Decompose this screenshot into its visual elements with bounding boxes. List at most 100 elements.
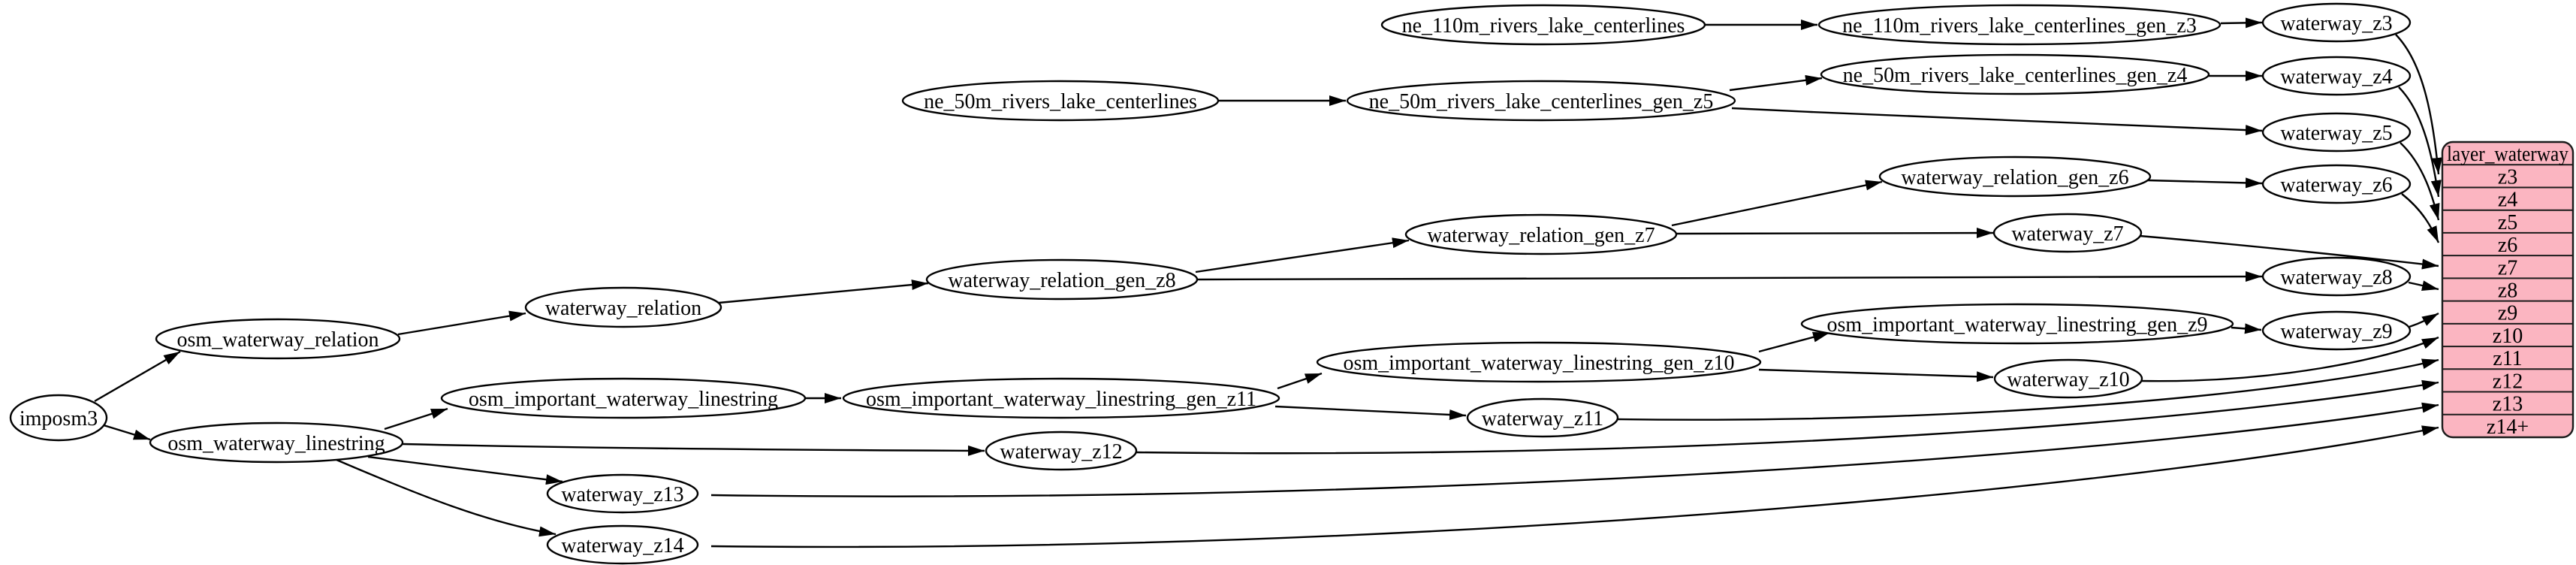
edge-ne_50m_rivers_lake_centerlines_gen_z5-ne_50m_rivers_lake_centerlines_gen_z4 [1729,74,1823,92]
node-waterway_z3: waterway_z3 [2261,2,2412,43]
edge-waterway_relation_gen_z8-waterway_relation_gen_z7 [1195,237,1410,273]
edge-osm_waterway_linestring-waterway_z12 [402,443,985,456]
edge-osm_important_waterway_linestring_gen_z11-waterway_z11 [1274,405,1467,420]
node-label: osm_waterway_relation [176,328,379,352]
node-ellipse [9,394,108,442]
edge-waterway_z13-row_z13 [710,402,2439,497]
edge-osm_waterway_relation-waterway_relation [397,310,526,336]
edge-waterway_z5-row_z5 [2400,142,2440,221]
node-osm_important_waterway_linestring_gen_z9: osm_important_waterway_linestring_gen_z9 [1800,303,2234,345]
node-ellipse [1346,80,1736,122]
node-label: ne_50m_rivers_lake_centerlines_gen_z4 [1843,64,2188,87]
node-ellipse [2261,256,2412,297]
node-label: osm_important_waterway_linestring_gen_z1… [866,388,1256,411]
edge-osm_important_waterway_linestring_gen_z9-waterway_z9 [2231,323,2262,334]
node-osm_waterway_relation: osm_waterway_relation [155,318,401,360]
node-waterway_relation_gen_z8: waterway_relation_gen_z8 [925,258,1199,301]
node-ellipse [546,524,699,565]
node-ellipse [2261,164,2412,204]
node-label: waterway_z12 [1000,440,1122,464]
edge-osm_important_waterway_linestring_gen_z10-osm_important_waterway_linestring_gen_z9 [1758,331,1830,353]
node-ellipse [1466,397,1619,438]
node-ellipse [842,377,1280,419]
node-waterway_relation: waterway_relation [524,286,722,328]
node-ellipse [925,258,1199,301]
node-label: waterway_relation_gen_z6 [1901,166,2128,189]
table-outline [2441,140,2574,439]
edge-waterway_z10-row_z10 [2140,336,2439,382]
edge-waterway_relation_gen_z7-waterway_z7 [1676,228,1994,239]
edge-waterway_z14-row_z14plus [710,425,2439,548]
node-label: ne_110m_rivers_lake_centerlines [1402,14,1685,38]
node-ellipse [2261,112,2412,153]
node-ellipse [1800,303,2234,345]
edge-waterway_z12-row_z12 [1136,379,2439,455]
edge-osm_waterway_linestring-osm_important_waterway_linestring [384,407,448,431]
node-waterway_z8: waterway_z8 [2261,256,2412,297]
node-ellipse [2261,2,2412,43]
node-ellipse [1878,156,2152,198]
node-label: waterway_z7 [2011,222,2123,246]
node-ellipse [985,431,1138,471]
node-osm_waterway_linestring: osm_waterway_linestring [149,421,404,464]
node-imposm3: imposm3 [9,394,108,442]
node-ne_50m_rivers_lake_centerlines: ne_50m_rivers_lake_centerlines [901,80,1220,122]
node-waterway_relation_gen_z6: waterway_relation_gen_z6 [1878,156,2152,198]
node-ellipse [1817,4,2222,46]
node-label: waterway_z13 [561,483,683,506]
node-ellipse [1404,213,1678,255]
nodes-layer: imposm3 osm_waterway_relation osm_waterway… [9,2,2412,565]
node-ne_110m_rivers_lake_centerlines: ne_110m_rivers_lake_centerlines [1380,4,1706,46]
node-label: waterway_relation [545,297,701,320]
node-ellipse [1380,4,1706,46]
edge-waterway_z9-row_z9 [2409,312,2439,328]
node-label: waterway_z11 [1482,407,1603,431]
table-row-z4: z4 [2498,189,2517,212]
node-label: waterway_relation_gen_z8 [948,269,1175,292]
edge-waterway_z3-row_z3 [2395,34,2442,175]
table-row-z14plus: z14+ [2487,415,2529,439]
node-waterway_z10: waterway_z10 [1993,358,2143,399]
node-waterway_z4: waterway_z4 [2261,56,2412,96]
edges-layer [94,17,2442,548]
table-row-z8: z8 [2498,279,2517,302]
node-label: ne_50m_rivers_lake_centerlines [924,90,1197,113]
edge-waterway_relation_gen_z8-waterway_z8 [1196,271,2263,282]
edge-imposm3-osm_waterway_relation [94,350,181,403]
edge-osm_waterway_linestring-waterway_z13 [367,455,563,485]
node-ellipse [155,318,401,360]
node-ellipse [901,80,1220,122]
node-label: osm_important_waterway_linestring_gen_z9 [1827,313,2208,337]
node-ellipse [1992,213,2143,253]
node-ne_50m_rivers_lake_centerlines_gen_z4: ne_50m_rivers_lake_centerlines_gen_z4 [1820,53,2210,95]
node-osm_important_waterway_linestring_gen_z11: osm_important_waterway_linestring_gen_z1… [842,377,1280,419]
table-title: layer_waterway [2447,143,2568,166]
edge-osm_important_waterway_linestring_gen_z10-waterway_z10 [1758,368,1994,382]
table-row-z13: z13 [2493,393,2523,416]
table-layer: layer_waterwayz3z4z5z6z7z8z9z10z11z12z13… [2441,140,2574,439]
edge-osm_important_waterway_linestring_gen_z11-osm_important_waterway_linestring_gen_z10 [1277,372,1323,390]
edge-osm_waterway_linestring-waterway_z14 [336,458,557,537]
node-osm_important_waterway_linestring_gen_z10: osm_important_waterway_linestring_gen_z1… [1316,341,1762,383]
table-row-z7: z7 [2498,256,2517,279]
node-osm_important_waterway_linestring: osm_important_waterway_linestring [440,377,807,419]
edge-waterway_z7-row_z7 [2139,234,2439,270]
node-waterway_z11: waterway_z11 [1466,397,1619,438]
node-waterway_z7: waterway_z7 [1992,213,2143,253]
node-label: osm_important_waterway_linestring [469,388,778,411]
edge-ne_50m_rivers_lake_centerlines_gen_z5-waterway_z5 [1731,107,2263,136]
edge-imposm3-osm_waterway_linestring [103,424,151,441]
node-label: waterway_z5 [2280,122,2392,145]
table-row-z9: z9 [2498,302,2517,325]
node-label: waterway_z3 [2280,12,2392,35]
edge-waterway_z8-row_z8 [2408,280,2439,292]
node-waterway_z13: waterway_z13 [546,473,699,514]
node-label: waterway_z14 [561,534,683,557]
node-label: ne_110m_rivers_lake_centerlines_gen_z3 [1842,14,2197,38]
node-ellipse [149,421,404,464]
node-label: waterway_relation_gen_z7 [1427,224,1654,247]
node-waterway_relation_gen_z7: waterway_relation_gen_z7 [1404,213,1678,255]
node-waterway_z12: waterway_z12 [985,431,1138,471]
table-layer_waterway: layer_waterwayz3z4z5z6z7z8z9z10z11z12z13… [2441,140,2574,439]
